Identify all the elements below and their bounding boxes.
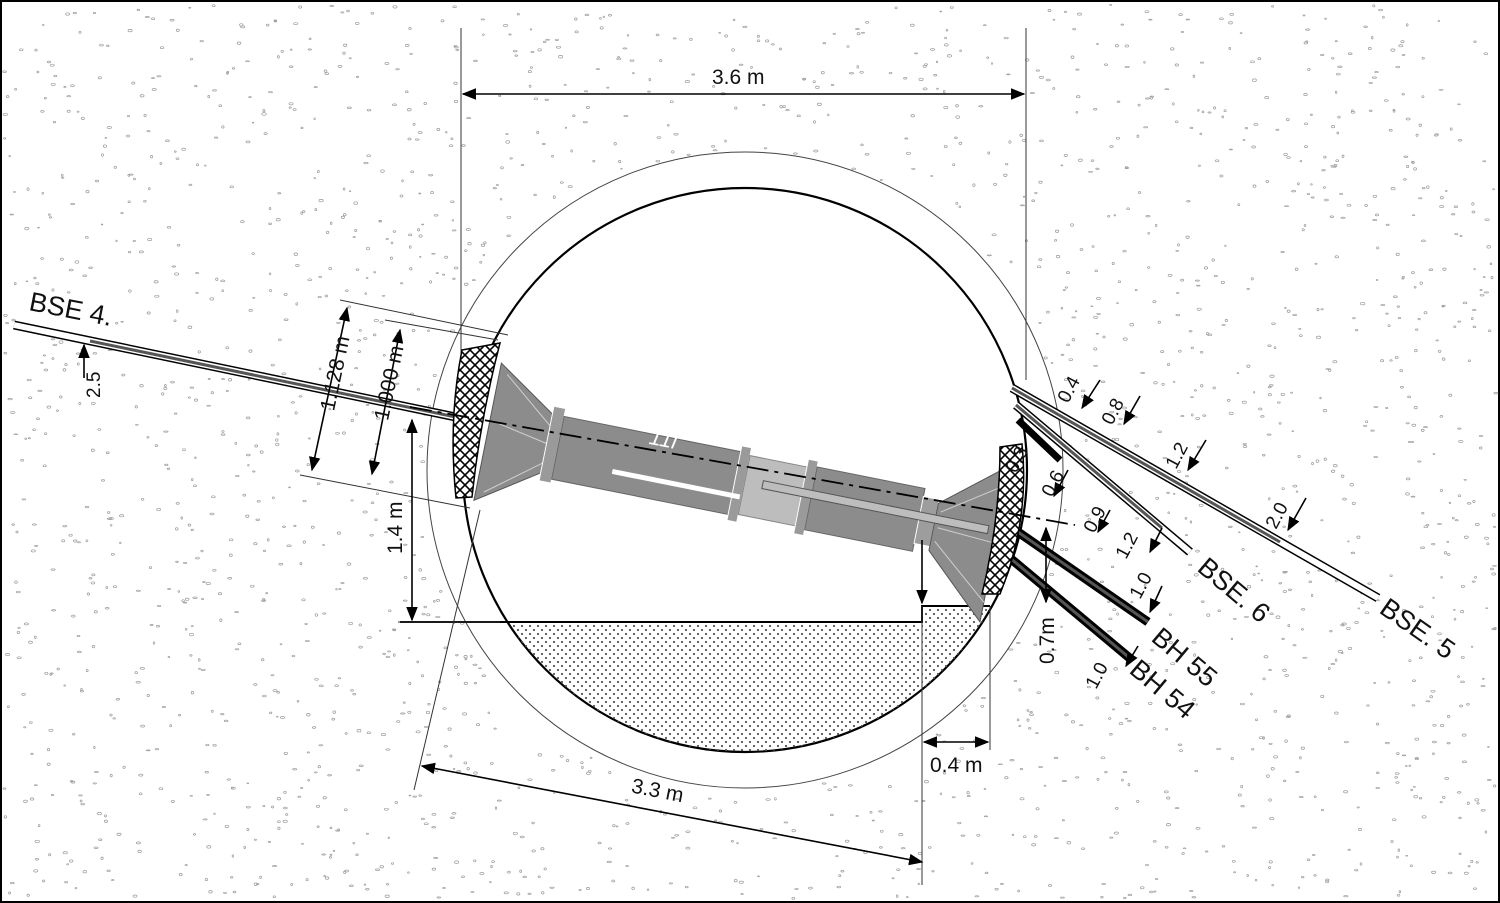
ext-1000-top (384, 319, 499, 341)
borehole-bse6b (1015, 417, 1063, 463)
right-plate (981, 443, 1025, 595)
dim-04-label: 0.4 m (930, 754, 983, 777)
ext-1128-bot (299, 474, 471, 509)
borehole-bse6 (1013, 401, 1193, 556)
dim-1000-line (368, 328, 404, 476)
dim-14-label: 1.4 m (384, 501, 407, 554)
dim-07-label: 0.7m (1036, 617, 1059, 664)
svg-text:2.5: 2.5 (84, 372, 105, 398)
dim-1128-line (309, 306, 350, 472)
left-plate (452, 342, 502, 499)
borehole-bse5 (1009, 384, 1381, 602)
bse4-mark: 2.5 (78, 343, 105, 398)
dim-3-6-label: 3.6 m (712, 66, 765, 89)
canister-axis (409, 406, 1076, 526)
borehole-bh54 (1007, 554, 1135, 664)
device-label: 11i (647, 424, 680, 454)
ext-1128-top (339, 299, 509, 336)
canister-assembly (473, 362, 1012, 624)
ext-33-left (413, 509, 481, 791)
right-cone (928, 464, 1012, 624)
dim-3-3-line (420, 762, 924, 866)
borehole-bh55 (1015, 528, 1151, 626)
